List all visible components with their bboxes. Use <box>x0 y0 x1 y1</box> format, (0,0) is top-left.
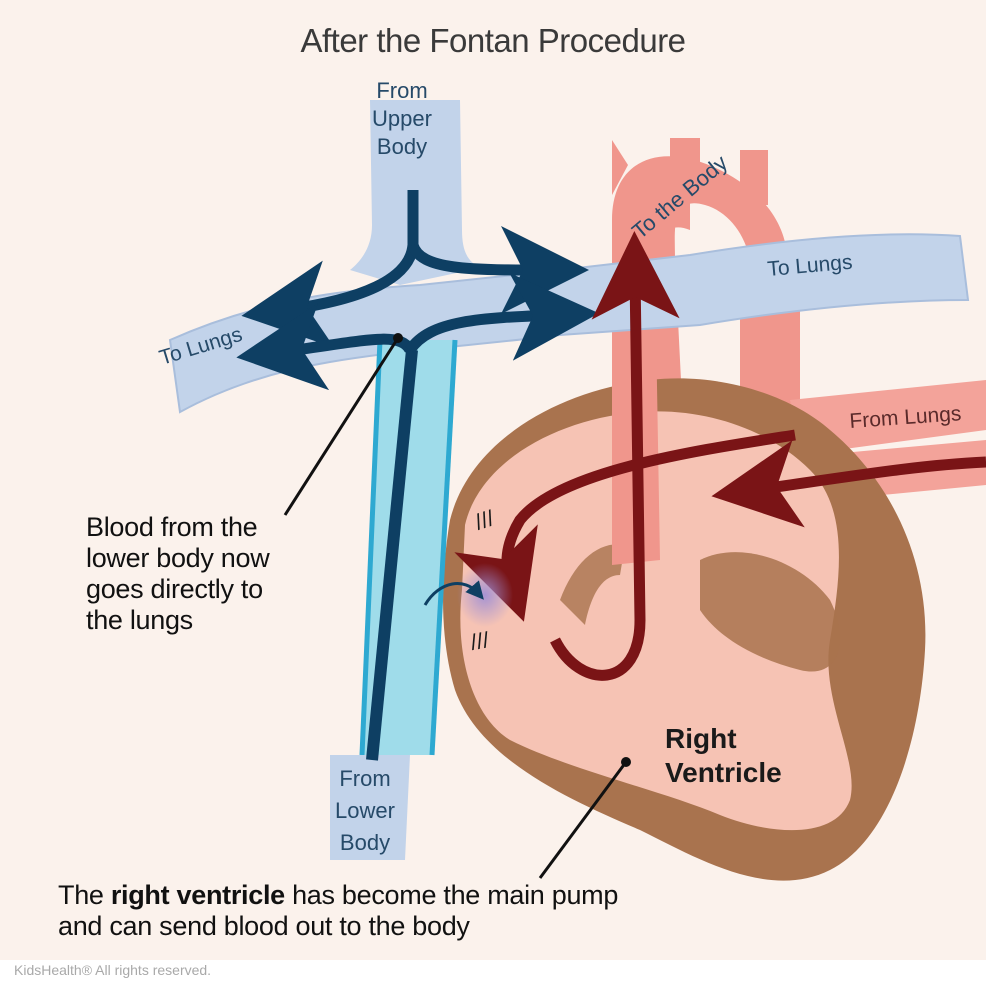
connection-highlight <box>457 563 513 627</box>
label-right-ventricle-1: Right <box>665 723 737 754</box>
label-from-lower-body-2: Lower <box>335 798 395 823</box>
pointer-dot-lower-body <box>393 333 403 343</box>
label-from-upper-body-1: From <box>376 78 427 103</box>
ventricle-note-line-1: The right ventricle has become the main … <box>58 880 618 911</box>
label-from-lower-body-1: From <box>339 766 390 791</box>
label-from-upper-body-3: Body <box>377 134 427 159</box>
ventricle-note: The right ventricle has become the main … <box>58 880 618 942</box>
pointer-dot-ventricle <box>621 757 631 767</box>
ventricle-note-text: has become the main pump <box>285 880 618 910</box>
label-from-lower-body-3: Body <box>340 830 390 855</box>
label-right-ventricle-2: Ventricle <box>665 757 782 788</box>
ventricle-note-bold: right ventricle <box>111 880 285 910</box>
lower-body-note-line: lower body now <box>86 543 269 574</box>
lower-body-note-line: the lungs <box>86 605 269 636</box>
copyright-footer: KidsHealth® All rights reserved. <box>14 962 211 978</box>
ventricle-note-text: The <box>58 880 111 910</box>
ventricle-note-line-2: and can send blood out to the body <box>58 911 618 942</box>
lower-body-note-line: goes directly to <box>86 574 269 605</box>
lower-body-note: Blood from the lower body now goes direc… <box>86 512 269 636</box>
diagram-title: After the Fontan Procedure <box>0 22 986 60</box>
label-from-upper-body-2: Upper <box>372 106 432 131</box>
lower-body-note-line: Blood from the <box>86 512 269 543</box>
